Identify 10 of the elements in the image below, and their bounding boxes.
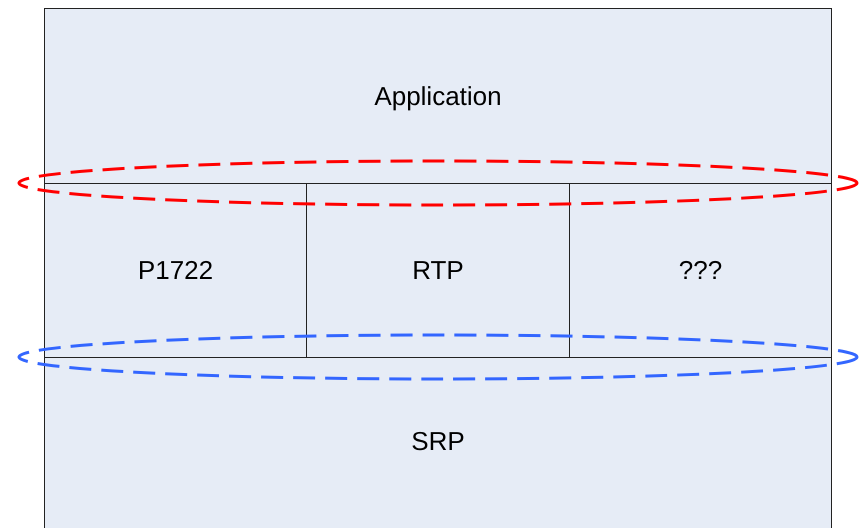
layer-label: SRP bbox=[411, 426, 465, 457]
protocol-box bbox=[569, 183, 832, 358]
protocol-box bbox=[306, 183, 570, 358]
layer-label: ??? bbox=[678, 255, 722, 286]
protocol-box bbox=[44, 183, 307, 358]
layer-label: Application bbox=[374, 81, 502, 112]
layer-box bbox=[44, 357, 832, 528]
layer-box bbox=[44, 8, 832, 184]
layer-label: P1722 bbox=[138, 255, 214, 286]
layer-label: RTP bbox=[412, 255, 464, 286]
